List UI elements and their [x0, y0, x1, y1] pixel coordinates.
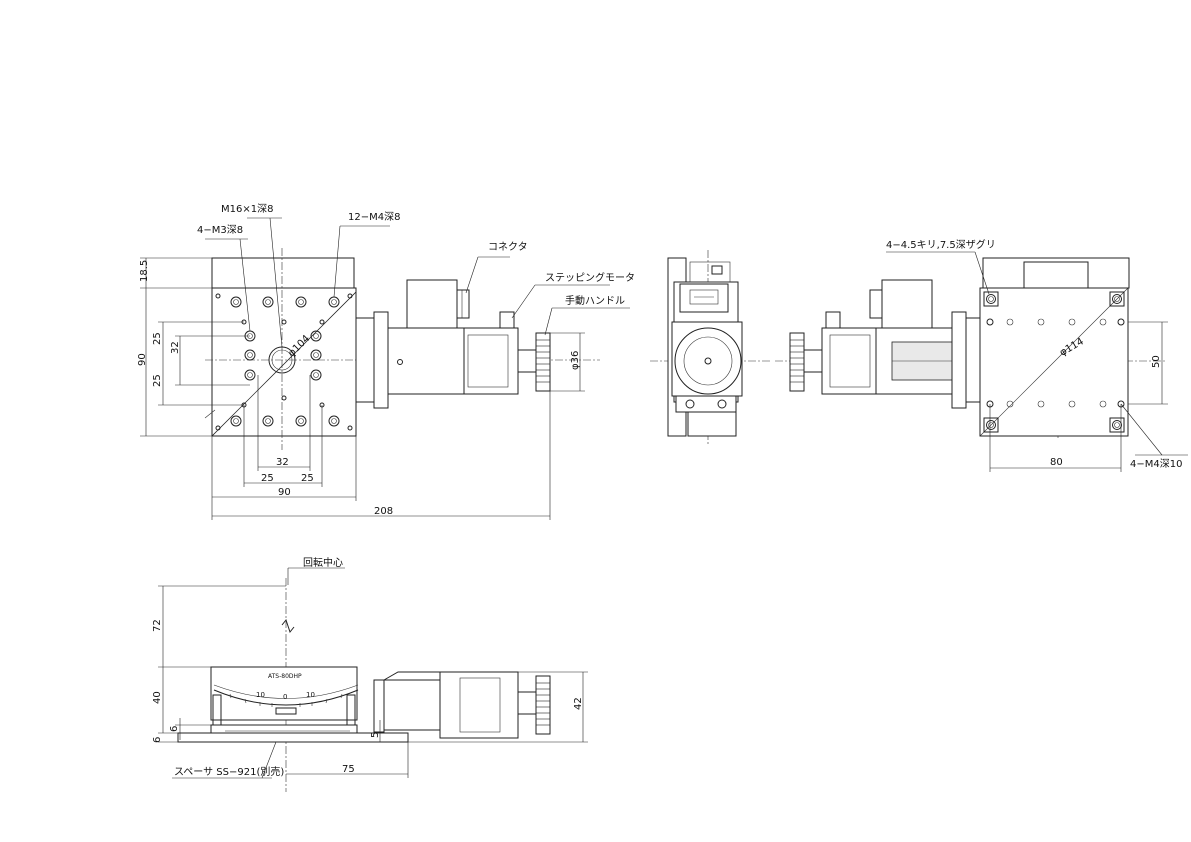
callout-connector: コネクタ — [488, 241, 528, 253]
handle-shaft — [517, 349, 537, 373]
end-view — [650, 250, 770, 445]
callout-m3: 4−M3深8 — [197, 224, 243, 236]
connector-body — [406, 279, 458, 329]
dim-total-208: 208 — [374, 506, 393, 517]
bottom-view-connector — [881, 279, 933, 329]
callout-counterbore: 4−4.5キリ,7.5深ザグリ — [886, 238, 996, 251]
dim-75: 75 — [342, 764, 355, 775]
label-model: ATS-80DHP — [268, 673, 302, 680]
callout-base-tap: 4−M4深10 — [1130, 458, 1182, 470]
dim-5: 5 — [370, 732, 381, 738]
callout-rotation-center: 回転中心 — [303, 556, 343, 569]
dim-top-height: 18.5 — [139, 260, 150, 282]
side-view-stage — [210, 666, 358, 721]
callout-m4: 12−M4深8 — [348, 211, 400, 223]
side-view-base — [210, 724, 358, 734]
dim-bottom-32: 32 — [276, 457, 289, 468]
handwheel — [535, 332, 551, 392]
motor-rear — [463, 327, 519, 395]
motor-flange — [373, 311, 389, 409]
callout-handle: 手動ハンドル — [565, 294, 625, 307]
end-view-connector — [679, 283, 729, 313]
dim-80: 80 — [1050, 457, 1063, 468]
callout-motor: ステッピングモータ — [545, 271, 635, 284]
side-view: 回転中心 72 ATS-80DHP 10 0 10 — [152, 556, 588, 792]
side-view-motor-rear — [439, 671, 519, 739]
callout-center-hole: M16×1深8 — [221, 203, 273, 215]
stage-top-rim — [211, 257, 355, 289]
dim-bottom-90: 90 — [278, 487, 291, 498]
dim-bottom-25-left: 25 — [261, 473, 274, 484]
dim-total-height: 90 — [137, 353, 148, 366]
dim-32-vertical: 32 — [170, 341, 181, 354]
gear-housing — [355, 317, 375, 403]
top-view: M16×1深8 4−M3深8 12−M4深8 コネクタ ステッピングモータ 手動… — [137, 203, 635, 520]
dim-40: 40 — [152, 691, 163, 704]
dim-bottom-25-right: 25 — [301, 473, 314, 484]
bottom-view: 4−4.5キリ,7.5深ザグリ φ114 50 80 4−M4深10 — [775, 238, 1188, 472]
scale-zero: 0 — [283, 693, 287, 701]
dim-6-lower: 6 — [152, 737, 163, 743]
scale-left: 10 — [256, 691, 265, 699]
hole-pattern — [215, 293, 353, 431]
dim-lower-25: 25 — [152, 374, 163, 387]
counterbore-holes — [983, 291, 1125, 433]
dim-6-upper: 6 — [169, 726, 180, 732]
dim-handle-diameter: φ36 — [570, 351, 581, 370]
stage-plate — [211, 287, 357, 437]
bottom-tapped-holes — [986, 318, 1125, 408]
scale-right: 10 — [306, 691, 315, 699]
dim-42: 42 — [573, 697, 584, 710]
motor-body — [387, 327, 465, 395]
side-view-handwheel — [535, 675, 551, 735]
callout-spacer: スペーサ SS−921(別売) — [174, 765, 284, 778]
dim-upper-25: 25 — [152, 332, 163, 345]
spacer — [177, 732, 409, 743]
dim-50: 50 — [1151, 355, 1162, 368]
dim-72: 72 — [152, 619, 163, 632]
end-view-motor-face — [674, 327, 742, 395]
